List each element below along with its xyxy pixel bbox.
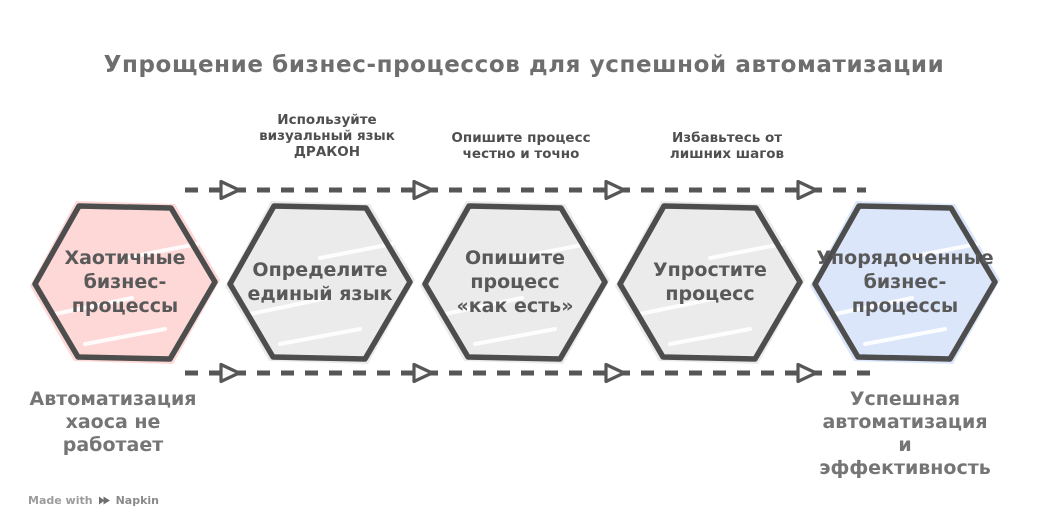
scribble-streak xyxy=(473,327,557,346)
scribble-streak xyxy=(863,327,947,346)
made-with-text: Made with xyxy=(28,494,93,507)
annotation-right: Успешная автоматизация и эффективность xyxy=(819,388,991,479)
scribble-streak xyxy=(248,296,329,316)
hexagon-fill xyxy=(420,201,610,364)
napkin-brand-text: Napkin xyxy=(115,494,159,507)
hexagon-fill xyxy=(225,201,415,364)
hexagon-outline xyxy=(422,203,608,362)
scribble-streak xyxy=(708,242,784,260)
hexagon-outline xyxy=(32,203,218,362)
hexagon-fill xyxy=(810,201,1000,364)
arrow-note-1: Используйте визуальный язык ДРАКОН xyxy=(259,112,395,160)
hexagon-outline xyxy=(812,203,998,362)
napkin-logo-icon xyxy=(98,496,110,505)
hexagon-step-1: Хаотичные бизнес- процессы xyxy=(27,196,223,368)
hexagon-step-3-label: Опишите процесс «как есть» xyxy=(456,246,574,318)
hexagon-fill xyxy=(30,201,220,364)
hexagon-step-4: Упростите процесс xyxy=(612,196,808,368)
hexagon-fill xyxy=(615,201,805,364)
arrow-note-3: Избавьтесь от лишних шагов xyxy=(669,130,785,162)
hexagon-step-4-label: Упростите процесс xyxy=(653,258,767,305)
scribble-streak xyxy=(513,242,589,260)
hexagon-step-2: Определите единый язык xyxy=(222,196,418,368)
made-with-napkin-link[interactable]: Made with Napkin xyxy=(28,494,159,507)
scribble-streak xyxy=(318,242,394,260)
scribble-streak xyxy=(123,242,199,260)
scribble-streak xyxy=(53,296,134,316)
hexagon-step-5: Упорядоченные бизнес- процессы xyxy=(807,196,1003,368)
scribble-streak xyxy=(83,327,167,346)
hexagon-step-1-label: Хаотичные бизнес- процессы xyxy=(64,246,186,318)
scribble-streak xyxy=(638,296,719,316)
hexagon-outline xyxy=(617,203,803,362)
diagram-title: Упрощение бизнес-процессов для успешной … xyxy=(103,52,945,78)
hexagon-step-3: Опишите процесс «как есть» xyxy=(417,196,613,368)
arrow-note-2: Опишите процесс честно и точно xyxy=(451,130,591,162)
hexagon-step-2-label: Определите единый язык xyxy=(247,258,393,305)
hexagon-step-5-label: Упорядоченные бизнес- процессы xyxy=(816,246,994,318)
hexagon-outline xyxy=(227,203,413,362)
scribble-streak xyxy=(278,327,362,346)
scribble-streak xyxy=(668,327,752,346)
annotation-left: Автоматизация хаоса не работает xyxy=(29,388,197,456)
scribble-streak xyxy=(903,242,979,260)
scribble-streak xyxy=(833,296,914,316)
scribble-streak xyxy=(443,296,524,316)
